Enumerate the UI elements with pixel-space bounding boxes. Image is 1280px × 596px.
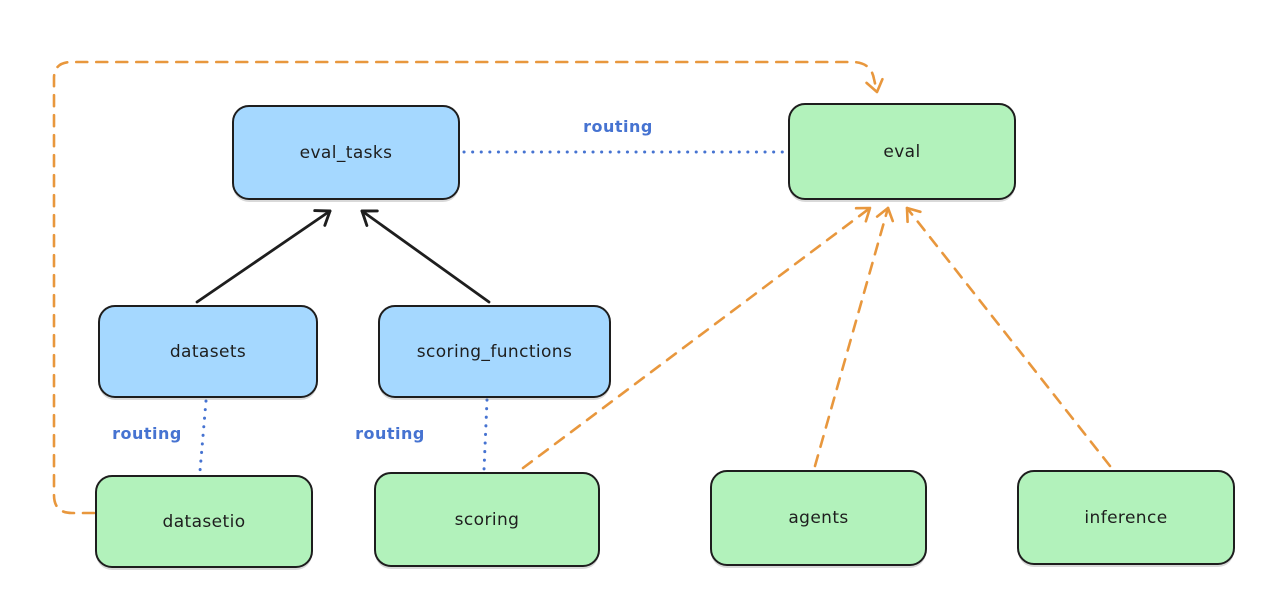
node-eval: eval xyxy=(788,103,1016,200)
node-inference-label: inference xyxy=(1084,507,1168,528)
node-scoring-functions: scoring_functions xyxy=(378,305,611,398)
edge-datasets-to-eval-tasks xyxy=(195,209,332,304)
edge-label-routing-scoring: routing xyxy=(355,424,425,443)
edge-agents-to-eval xyxy=(813,206,895,468)
edge-inference-to-eval xyxy=(905,206,1112,468)
node-eval-tasks: eval_tasks xyxy=(232,105,460,200)
node-scoring-label: scoring xyxy=(454,509,520,530)
node-scoring-functions-label: scoring_functions xyxy=(416,341,573,362)
edge-datasetio-to-eval xyxy=(52,60,884,515)
node-eval-label: eval xyxy=(883,141,921,162)
edge-label-routing-top: routing xyxy=(583,117,653,136)
node-datasets: datasets xyxy=(98,305,318,398)
node-scoring: scoring xyxy=(374,472,600,567)
node-datasetio: datasetio xyxy=(95,475,313,568)
node-agents-label: agents xyxy=(788,508,849,528)
node-datasets-label: datasets xyxy=(169,341,247,362)
edge-datasets-to-datasetio-routing xyxy=(198,399,208,473)
node-datasetio-label: datasetio xyxy=(162,511,246,532)
node-eval-tasks-label: eval_tasks xyxy=(299,142,393,163)
edge-scoring-to-eval xyxy=(521,206,872,470)
node-agents: agents xyxy=(710,470,927,566)
edge-label-routing-datasetio: routing xyxy=(112,424,182,443)
node-inference: inference xyxy=(1017,470,1235,565)
edge-scoring-functions-to-eval-tasks xyxy=(360,209,491,304)
edge-scoring-functions-to-scoring-routing xyxy=(482,398,489,472)
